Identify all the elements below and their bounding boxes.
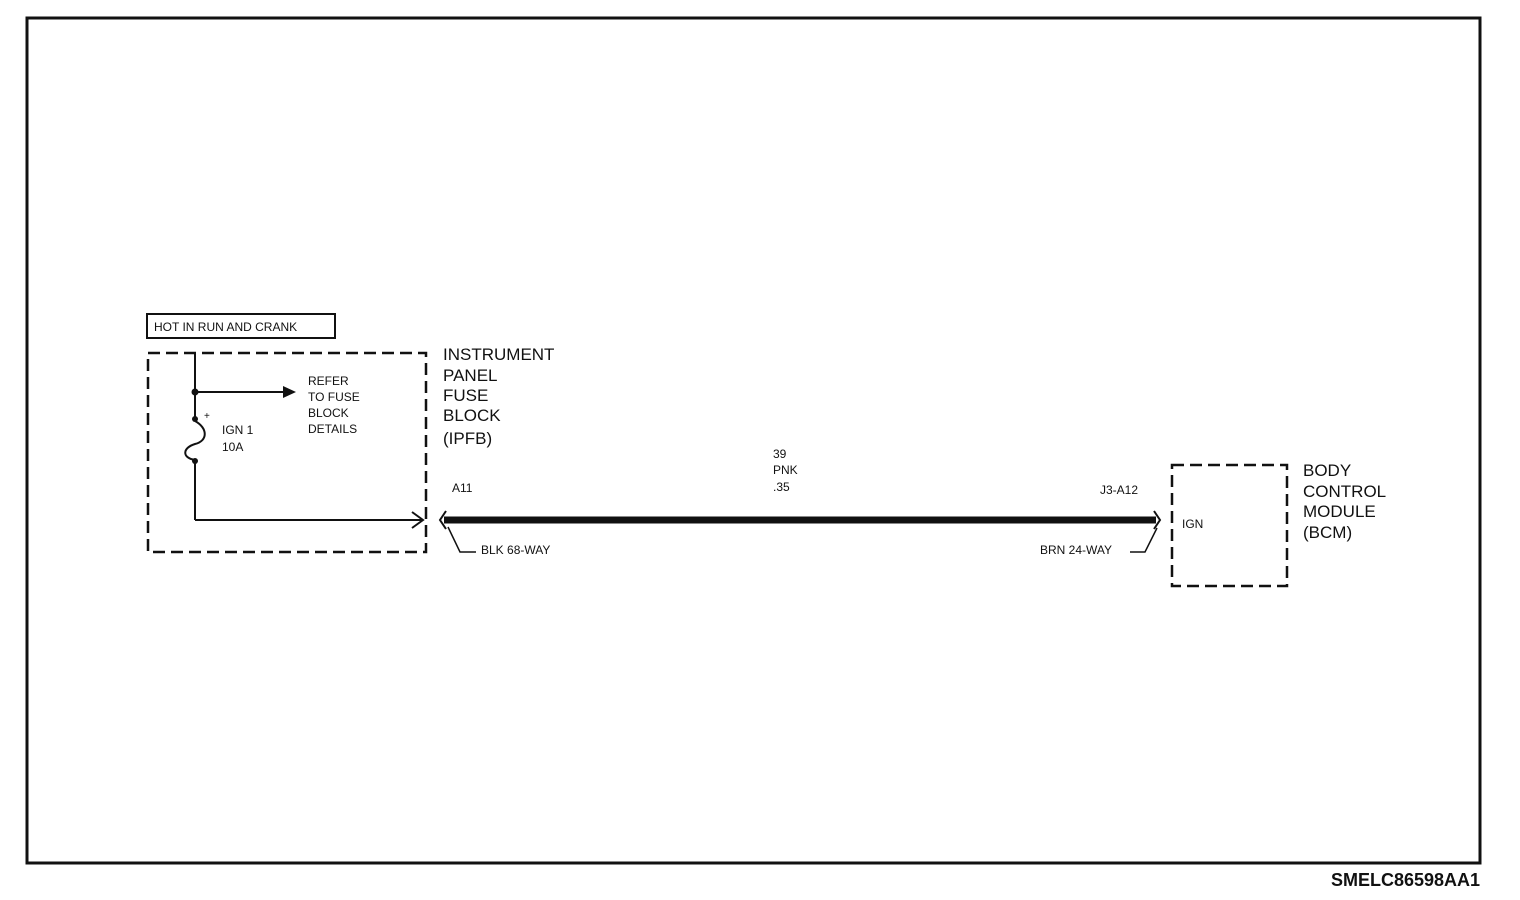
- right-connector-desc: BRN 24-WAY: [1040, 543, 1112, 557]
- ipfb-label-line-5: (IPFB): [443, 429, 492, 448]
- wire-color: PNK: [773, 463, 798, 477]
- refer-note-line-4: DETAILS: [308, 422, 357, 436]
- fuse-name: IGN 1: [222, 423, 254, 437]
- left-connector-pin: A11: [452, 481, 473, 495]
- refer-arrow-icon: [283, 386, 296, 398]
- right-connector-leader: [1130, 527, 1158, 553]
- refer-note-line-2: TO FUSE: [308, 390, 360, 404]
- figure-code: SMELC86598AA1: [1331, 870, 1480, 890]
- fuse-icon: [184, 420, 206, 461]
- bcm-pin-label: IGN: [1182, 517, 1203, 531]
- ipfb-label-line-1: INSTRUMENT: [443, 345, 554, 364]
- bcm-label-line-3: MODULE: [1303, 502, 1376, 521]
- wire-circuit-number: 39: [773, 447, 787, 461]
- bcm-label-line-1: BODY: [1303, 461, 1351, 480]
- wire-gauge: .35: [773, 480, 790, 494]
- bcm-label-line-2: CONTROL: [1303, 482, 1386, 501]
- status-box-frame: [146, 313, 336, 339]
- fuse-terminal-top: [192, 416, 198, 422]
- left-connector-leader: [447, 526, 476, 553]
- right-connector-icon: [1153, 510, 1162, 530]
- ipfb-label-line-3: FUSE: [443, 386, 488, 405]
- bcm-label-line-4: (BCM): [1303, 523, 1352, 542]
- ipfb-dashed-box: [146, 351, 428, 554]
- left-connector-desc: BLK 68-WAY: [481, 543, 550, 557]
- refer-note-line-1: REFER: [308, 374, 349, 388]
- bcm-dashed-box: [1170, 463, 1289, 588]
- ipfb-label-line-2: PANEL: [443, 366, 498, 385]
- fuse-polarity-mark: +: [204, 411, 210, 422]
- diagram-frame: [25, 16, 1482, 865]
- status-box-text: HOT IN RUN AND CRANK: [154, 320, 297, 334]
- left-connector-icon: [438, 510, 447, 530]
- terminal-arrow-icon: [411, 511, 425, 529]
- right-connector-pin: J3-A12: [1100, 483, 1138, 497]
- ipfb-label-line-4: BLOCK: [443, 406, 501, 425]
- fuse-rating: 10A: [222, 440, 243, 454]
- refer-note-line-3: BLOCK: [308, 406, 349, 420]
